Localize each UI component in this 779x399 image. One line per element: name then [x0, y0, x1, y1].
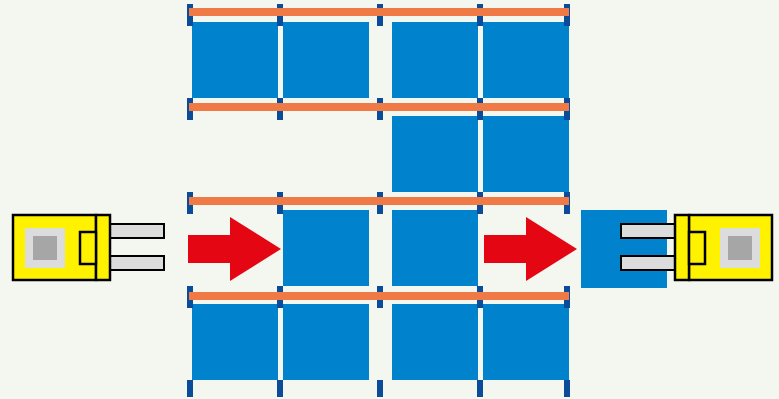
cab-seat [728, 236, 752, 260]
pallet-l3-b3 [392, 210, 478, 286]
forklift-carriage [689, 232, 705, 264]
pallet-l4-b2 [283, 304, 369, 380]
rack-beam-2 [189, 103, 569, 111]
rack-beam-4 [189, 292, 569, 300]
pallet-l1-b4 [483, 22, 569, 98]
cab-seat [33, 236, 57, 260]
forklift-carriage [80, 232, 96, 264]
pallet-l1-b1 [192, 22, 278, 98]
fork-lower [108, 256, 164, 270]
fork-upper [108, 224, 164, 238]
fork-lower [621, 256, 677, 270]
rack-beam-3 [189, 197, 569, 205]
pallet-l2-b3 [392, 116, 478, 192]
pallet-l4-b1 [192, 304, 278, 380]
pallet-l1-b2 [283, 22, 369, 98]
pallet-l2-b4 [483, 116, 569, 192]
forklift-mast [96, 215, 110, 280]
pallet-l4-b3 [392, 304, 478, 380]
forklift-mast [675, 215, 689, 280]
pallet-l3-b2 [283, 210, 369, 286]
pallet-icon [581, 210, 667, 288]
pallet-l4-b4 [483, 304, 569, 380]
pallet-l1-b3 [392, 22, 478, 98]
rack-beam-1 [189, 8, 569, 16]
fork-upper [621, 224, 677, 238]
